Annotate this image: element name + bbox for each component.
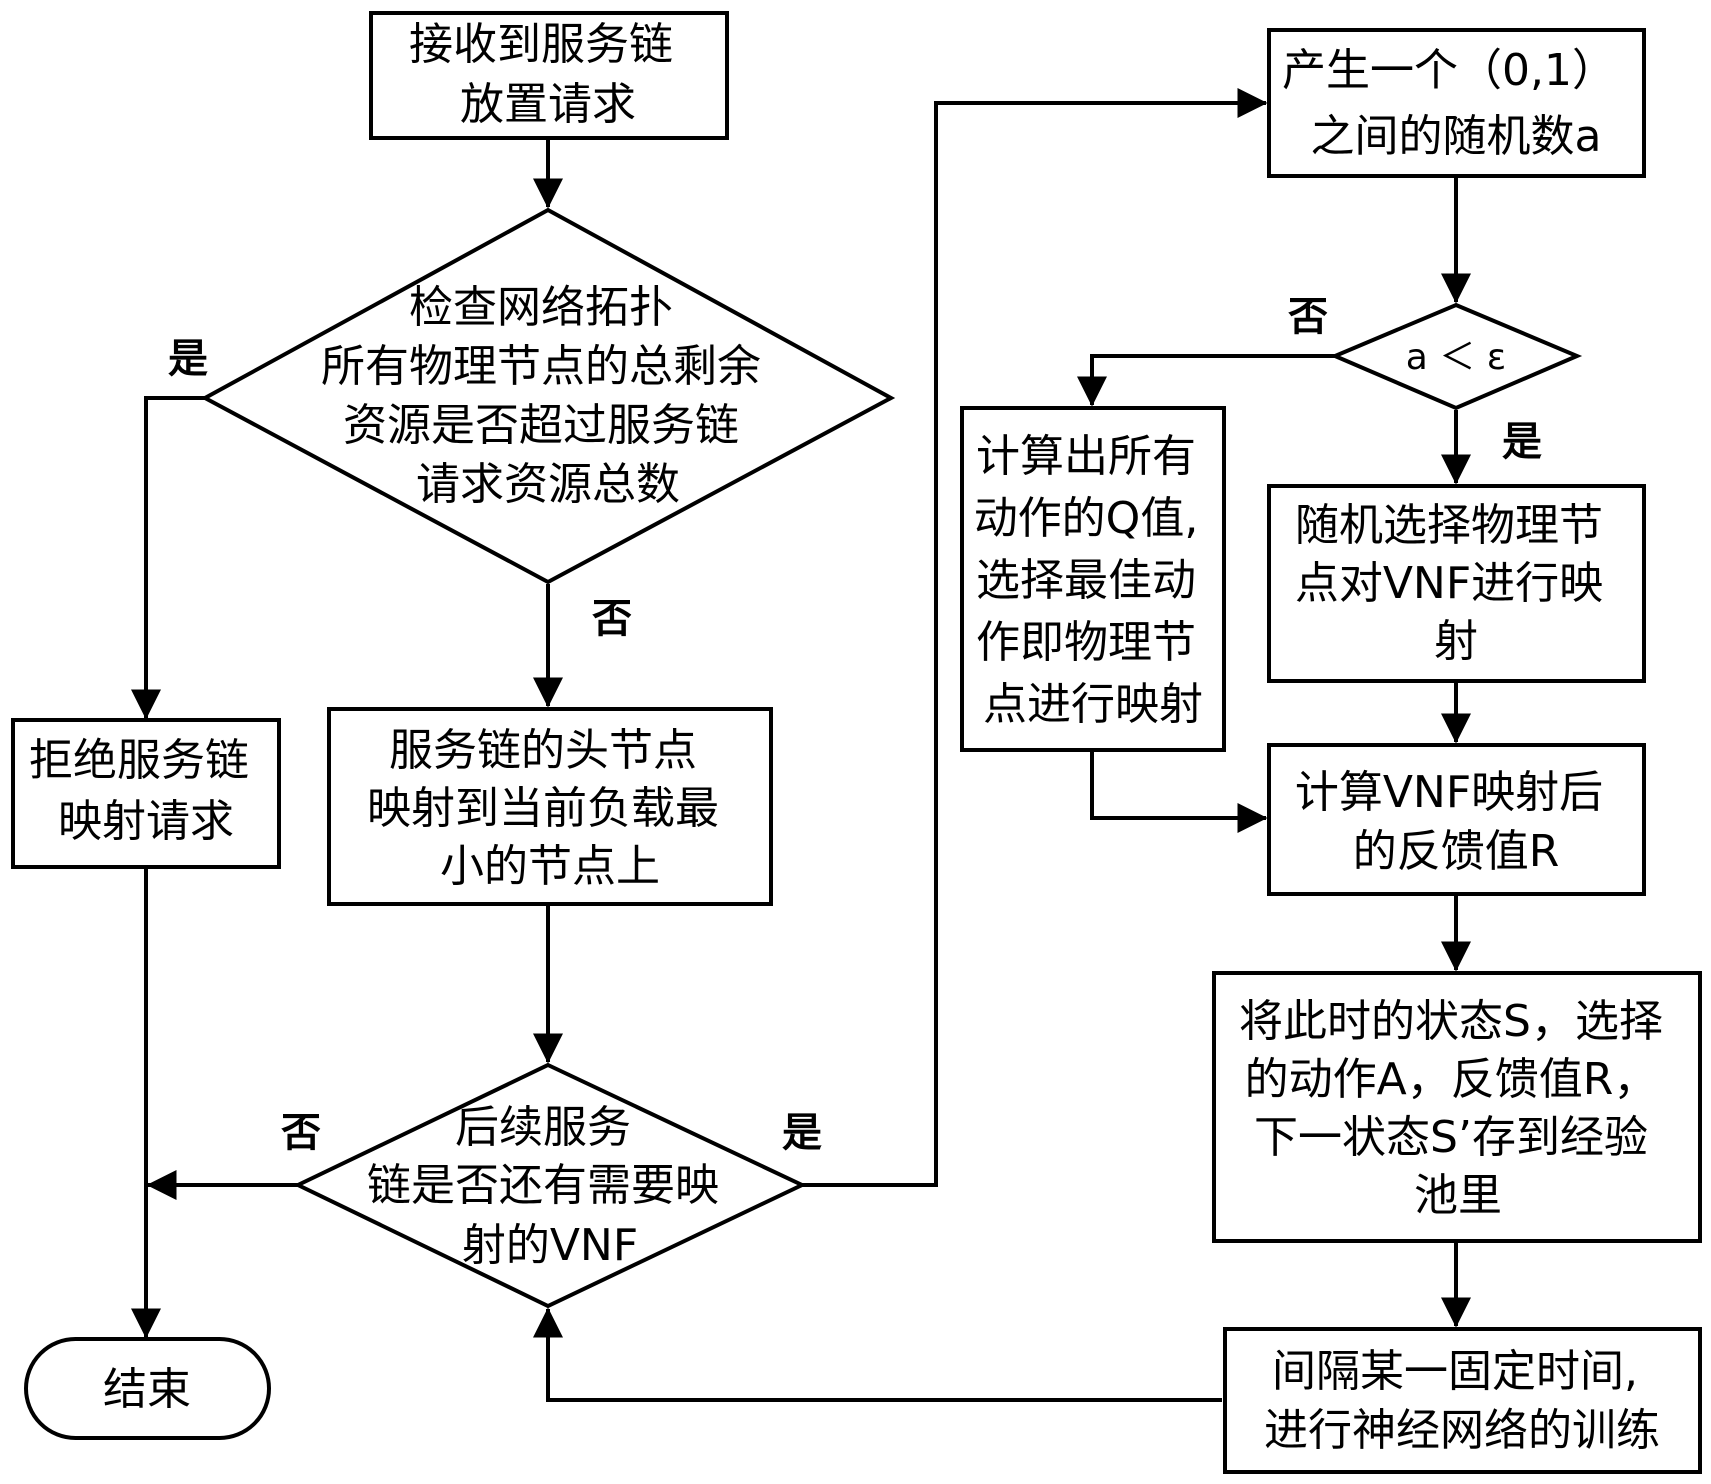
map-head-node-line: 映射到当前负载最: [367, 783, 719, 834]
compare-epsilon-text: a ＜ ε: [1406, 337, 1506, 378]
check-resources-line: 资源是否超过服务链: [343, 400, 739, 451]
receive-request-line: 放置请求: [460, 79, 636, 130]
more-vnf-text: 后续服务 链是否还有需要映 射的VNF: [367, 1102, 733, 1271]
store-experience-text: 将此时的状态S，选择 的动作A，反馈值R， 下一状态S’存到经验 池里: [1239, 996, 1677, 1221]
random-number-text: 产生一个（0,1） 之间的随机数a: [1282, 45, 1630, 162]
edge-compare-no-to-q: [1077, 354, 1335, 407]
train-network-box: [1223, 1327, 1702, 1474]
edge-check-yes-to-reject: [131, 396, 205, 720]
reject-request-text: 拒绝服务链 映射请求: [29, 735, 263, 847]
map-head-node-line: 小的节点上: [440, 841, 660, 892]
compare-epsilon-diamond: [1329, 302, 1583, 411]
edge-q-to-feedback: [1090, 752, 1268, 833]
more-vnf-line: 链是否还有需要映: [367, 1160, 719, 1211]
node-labels: 接收到服务链 放置请求 检查网络拓扑 所有物理节点的总剩余 资源是否超过服务链 …: [29, 19, 1677, 1456]
reject-request-box: [11, 718, 281, 869]
end-text: 结束: [103, 1364, 191, 1415]
compare-epsilon-line: a ＜ ε: [1406, 337, 1506, 378]
reject-request-line: 拒绝服务链: [29, 735, 249, 786]
compute-feedback-text: 计算VNF映射后 的反馈值R: [1295, 767, 1617, 877]
check-resources-line: 请求资源总数: [416, 459, 680, 510]
random-select-line: 射: [1434, 616, 1478, 667]
compare-yes-label: 是: [1502, 419, 1542, 465]
map-head-node-text: 服务链的头节点 映射到当前负载最 小的节点上: [367, 725, 733, 892]
edge-train-to-more: [533, 1307, 1222, 1402]
check-no-label: 否: [592, 596, 632, 642]
receive-request-line: 接收到服务链: [409, 19, 673, 70]
compute-feedback-line: 计算VNF映射后: [1295, 767, 1603, 818]
store-experience-box: [1212, 971, 1702, 1243]
node-shapes: [11, 11, 1702, 1474]
reject-request-line: 映射请求: [58, 796, 234, 847]
receive-request-box: [369, 11, 729, 140]
random-select-line: 随机选择物理节: [1295, 500, 1603, 551]
edge-labels: 是 否 否 是 否 是: [168, 294, 1542, 1156]
check-resources-line: 所有物理节点的总剩余: [321, 341, 761, 392]
compute-q-line: 作即物理节: [976, 617, 1196, 668]
compute-q-line: 动作的Q值,: [974, 493, 1199, 544]
random-number-box: [1267, 28, 1646, 178]
edge-more-yes-to-random: [802, 88, 1268, 1187]
more-vnf-line: 后续服务: [455, 1102, 631, 1153]
compute-feedback-line: 的反馈值R: [1353, 826, 1560, 877]
compute-q-box: [960, 406, 1226, 752]
random-select-box: [1267, 484, 1646, 683]
train-network-line: 进行神经网络的训练: [1264, 1405, 1660, 1456]
store-experience-line: 将此时的状态S，选择: [1239, 996, 1663, 1047]
random-select-line: 点对VNF进行映: [1295, 558, 1603, 609]
map-head-node-line: 服务链的头节点: [389, 725, 697, 776]
compare-no-label: 否: [1288, 294, 1328, 340]
check-resources-line: 检查网络拓扑: [409, 282, 673, 333]
check-resources-text: 检查网络拓扑 所有物理节点的总剩余 资源是否超过服务链 请求资源总数: [321, 282, 775, 510]
more-vnf-diamond: [293, 1062, 807, 1309]
compute-q-line: 选择最佳动: [976, 555, 1196, 606]
receive-request-text: 接收到服务链 放置请求: [409, 19, 687, 130]
compute-q-line: 计算出所有: [976, 431, 1196, 482]
store-experience-line: 下一状态S’存到经验: [1254, 1112, 1648, 1163]
map-head-node-box: [327, 707, 773, 906]
store-experience-line: 池里: [1414, 1170, 1502, 1221]
more-no-label: 否: [281, 1110, 321, 1156]
compute-q-line: 点进行映射: [983, 679, 1203, 730]
train-network-text: 间隔某一固定时间, 进行神经网络的训练: [1264, 1346, 1660, 1456]
more-vnf-line: 射的VNF: [462, 1220, 638, 1271]
compute-feedback-box: [1267, 743, 1646, 896]
end-terminal: [24, 1337, 271, 1440]
store-experience-line: 的动作A，反馈值R，: [1245, 1054, 1658, 1105]
check-yes-label: 是: [168, 336, 208, 382]
more-yes-label: 是: [782, 1110, 822, 1156]
random-number-line: 之间的随机数a: [1311, 111, 1602, 162]
edges: [131, 88, 1471, 1402]
train-network-line: 间隔某一固定时间,: [1272, 1346, 1638, 1397]
random-select-text: 随机选择物理节 点对VNF进行映 射: [1295, 500, 1617, 667]
check-resources-diamond: [200, 207, 896, 585]
end-line: 结束: [103, 1364, 191, 1415]
compute-q-text: 计算出所有 动作的Q值, 选择最佳动 作即物理节 点进行映射: [974, 431, 1213, 730]
random-number-line: 产生一个（0,1）: [1282, 45, 1616, 96]
